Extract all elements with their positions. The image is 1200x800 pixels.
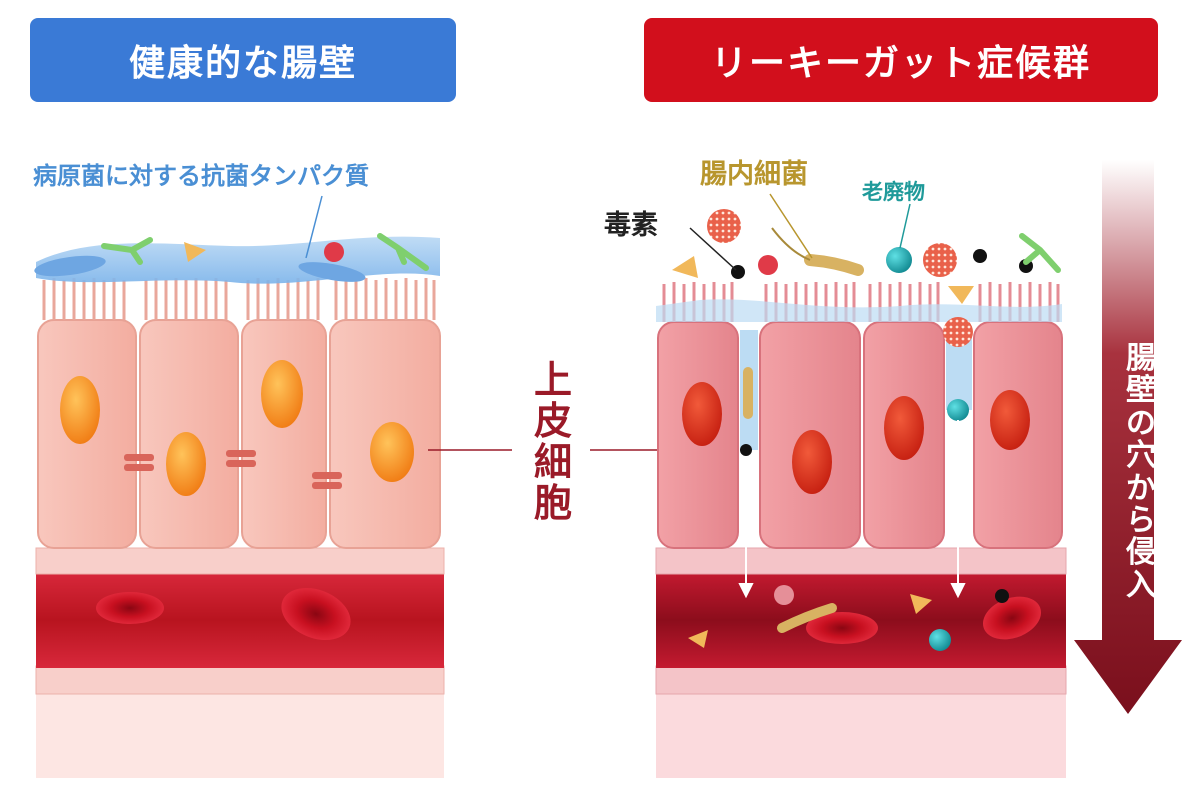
nucleus-icon [166, 432, 206, 496]
toxin-particle-icon [948, 286, 974, 304]
bacteria-icon [777, 603, 837, 633]
invasion-char: の [1126, 405, 1156, 441]
invasion-char: ら [1126, 502, 1156, 538]
waste-particle-icon [947, 399, 969, 421]
bacteria-icon [377, 233, 429, 271]
red-blood-cell-icon [281, 587, 351, 641]
epithelial-cell-char: 胞 [533, 481, 572, 526]
nucleus-icon [682, 382, 722, 446]
bacteria-icon [804, 254, 864, 276]
bacteria-icon [707, 209, 741, 243]
waste-particle-icon [758, 255, 778, 275]
toxin-particle-icon [910, 594, 932, 614]
leak-arrow [738, 420, 966, 599]
villi-icon [42, 278, 436, 320]
waste-particle-icon [886, 247, 912, 273]
nucleus-icon [261, 360, 303, 428]
red-blood-cell-icon [96, 592, 164, 624]
healthy-intestine-title: 健康的な腸壁 [30, 18, 456, 102]
epithelial-cell-char: 上 [533, 358, 572, 402]
epithelial-cell-label: 上 皮 細 胞 [528, 358, 578, 526]
down-arrow-icon [1074, 160, 1182, 714]
leaky-wall [655, 193, 1067, 778]
submucosa-layer [36, 692, 444, 778]
epithelial-cell [241, 319, 327, 549]
invasion-char: か [1126, 470, 1156, 506]
epithelial-cell-char: 細 [533, 440, 572, 485]
invasion-char: 入 [1126, 567, 1156, 603]
healthy-wall [34, 195, 445, 778]
leaky-gut-title: リーキーガット症候群 [644, 18, 1158, 102]
toxin-particle-icon [688, 630, 708, 648]
antibacterial-protein-label: 病原菌に対する抗菌タンパク質 [33, 162, 369, 190]
toxin-particle-icon [731, 249, 1033, 603]
nucleus-icon [990, 390, 1030, 450]
tight-junction-icon [124, 450, 342, 489]
epithelial-cell-char: 皮 [533, 399, 572, 444]
invasion-char: 穴 [1126, 438, 1156, 474]
waste-particle-icon [929, 629, 951, 651]
waste-particle-icon [774, 585, 794, 605]
red-blood-cell-icon [806, 612, 878, 644]
red-blood-cell-icon [982, 596, 1042, 640]
invasion-char: 壁 [1126, 373, 1156, 409]
bacteria-icon [923, 243, 957, 277]
bacteria-icon [1019, 233, 1061, 273]
toxin-particle-icon [672, 256, 698, 278]
blood-vessel [36, 572, 444, 668]
invasion-char: 侵 [1126, 535, 1156, 571]
invasion-arrow-label: 腸 壁 の 穴 か ら 侵 入 [1118, 341, 1164, 603]
toxin-particle-icon [184, 242, 206, 262]
nucleus-icon [370, 422, 414, 482]
gut-bacteria-label: 腸内細菌 [700, 159, 808, 190]
bacteria-icon [101, 237, 153, 265]
waste-particle-icon [324, 242, 344, 262]
toxin-label: 毒素 [604, 210, 658, 241]
nucleus-icon [884, 396, 924, 460]
nucleus-icon [792, 430, 832, 494]
bacteria-icon [943, 317, 973, 347]
submucosa-layer [656, 692, 1066, 778]
waste-label: 老廃物 [862, 180, 925, 204]
nucleus-icon [60, 376, 100, 444]
invasion-char: 腸 [1126, 341, 1156, 376]
